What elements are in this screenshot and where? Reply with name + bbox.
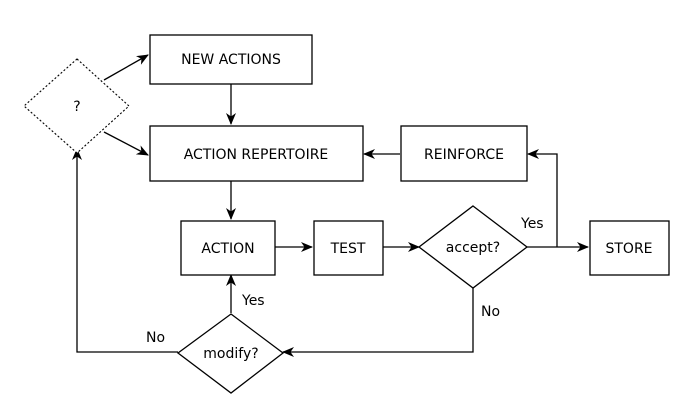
reinforce-box: [400, 125, 528, 182]
modify-yes-label: Yes: [241, 293, 265, 309]
nodes: ? NEW ACTIONS ACTION REPERTOIRE REINFORC…: [23, 34, 670, 394]
new-actions-label: NEW ACTIONS: [181, 52, 281, 68]
modify-no-label: No: [146, 330, 165, 346]
test-box: [313, 220, 384, 276]
action-box: [180, 220, 276, 276]
action-label: ACTION: [201, 241, 254, 257]
action-repertoire-label: ACTION REPERTOIRE: [184, 147, 329, 163]
store-box: [589, 220, 670, 276]
question-diamond: [23, 58, 130, 154]
reinforce-label: REINFORCE: [424, 147, 504, 163]
question-label: ?: [73, 99, 80, 115]
new-actions-box: [149, 34, 313, 85]
store-label: STORE: [605, 241, 652, 257]
edge-labels: Yes No Yes No: [146, 216, 544, 346]
edge-question-to-new-actions: [103, 54, 149, 81]
edge-accept-yes-to-reinforce: [527, 149, 558, 247]
test-label: TEST: [330, 241, 366, 257]
edge-question-to-repertoire: [103, 131, 149, 156]
edge-accept-no-to-modify: [282, 288, 474, 357]
accept-label: accept?: [446, 240, 500, 256]
edge-modify-no-to-question: [72, 148, 178, 353]
modify-diamond: [176, 313, 285, 394]
accept-no-label: No: [481, 304, 500, 320]
accept-yes-label: Yes: [520, 216, 544, 232]
modify-label: modify?: [203, 346, 258, 362]
action-repertoire-box: [149, 125, 364, 182]
edges: [72, 54, 589, 357]
accept-diamond: [417, 205, 529, 289]
